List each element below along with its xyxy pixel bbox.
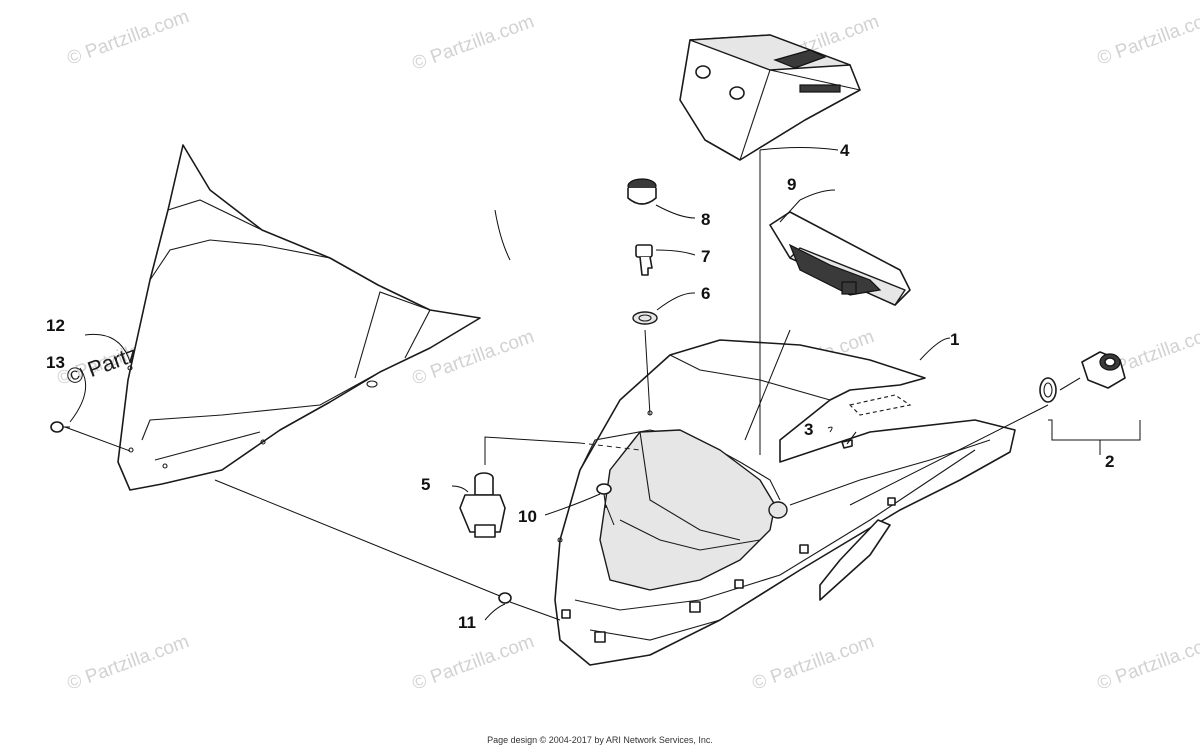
callout-2[interactable]: 2 — [1105, 452, 1114, 471]
callout-labels: 1 2 3 4 5 6 7 8 9 10 11 12 13 — [46, 141, 1114, 632]
callout-3[interactable]: 3 — [804, 420, 813, 439]
screw-part-10[interactable] — [596, 483, 612, 509]
screw-part-3[interactable] — [841, 431, 857, 449]
leader-lines — [64, 147, 1141, 621]
watermark: © Partzilla.com — [410, 631, 537, 695]
storage-box-part[interactable] — [679, 34, 861, 161]
windshield-part[interactable] — [117, 144, 481, 491]
key-part[interactable] — [635, 244, 653, 276]
footer-copyright: Page design © 2004-2017 by ARI Network S… — [487, 735, 713, 745]
watermark: © Partzilla.com — [750, 631, 877, 695]
callout-8[interactable]: 8 — [701, 210, 710, 229]
callout-4[interactable]: 4 — [840, 141, 850, 160]
push-nut-part[interactable] — [498, 592, 512, 604]
grommet-part[interactable] — [632, 311, 658, 325]
callout-10[interactable]: 10 — [518, 507, 537, 526]
callout-9[interactable]: 9 — [787, 175, 796, 194]
power-outlet-part[interactable] — [1039, 351, 1126, 403]
watermark: © Partzilla.com — [1095, 6, 1200, 70]
hood-part[interactable] — [554, 339, 1016, 666]
callout-11[interactable]: 11 — [458, 613, 476, 632]
callout-6[interactable]: 6 — [701, 284, 710, 303]
callout-7[interactable]: 7 — [701, 247, 710, 266]
switch-part[interactable] — [459, 472, 506, 538]
callout-13[interactable]: 13 — [46, 353, 65, 372]
rivet-part[interactable] — [50, 421, 70, 433]
callout-1[interactable]: 1 — [950, 330, 959, 349]
callout-12[interactable]: 12 — [46, 316, 65, 335]
watermark: © Partzilla.com — [65, 6, 192, 70]
gauge-module-part[interactable] — [769, 211, 911, 306]
watermark: © Partzilla.com — [65, 631, 192, 695]
watermark: © Partzilla.com — [410, 11, 537, 75]
key-cap-part[interactable] — [627, 178, 657, 205]
watermark: © Partzilla.com — [1095, 631, 1200, 695]
callout-5[interactable]: 5 — [421, 475, 430, 494]
